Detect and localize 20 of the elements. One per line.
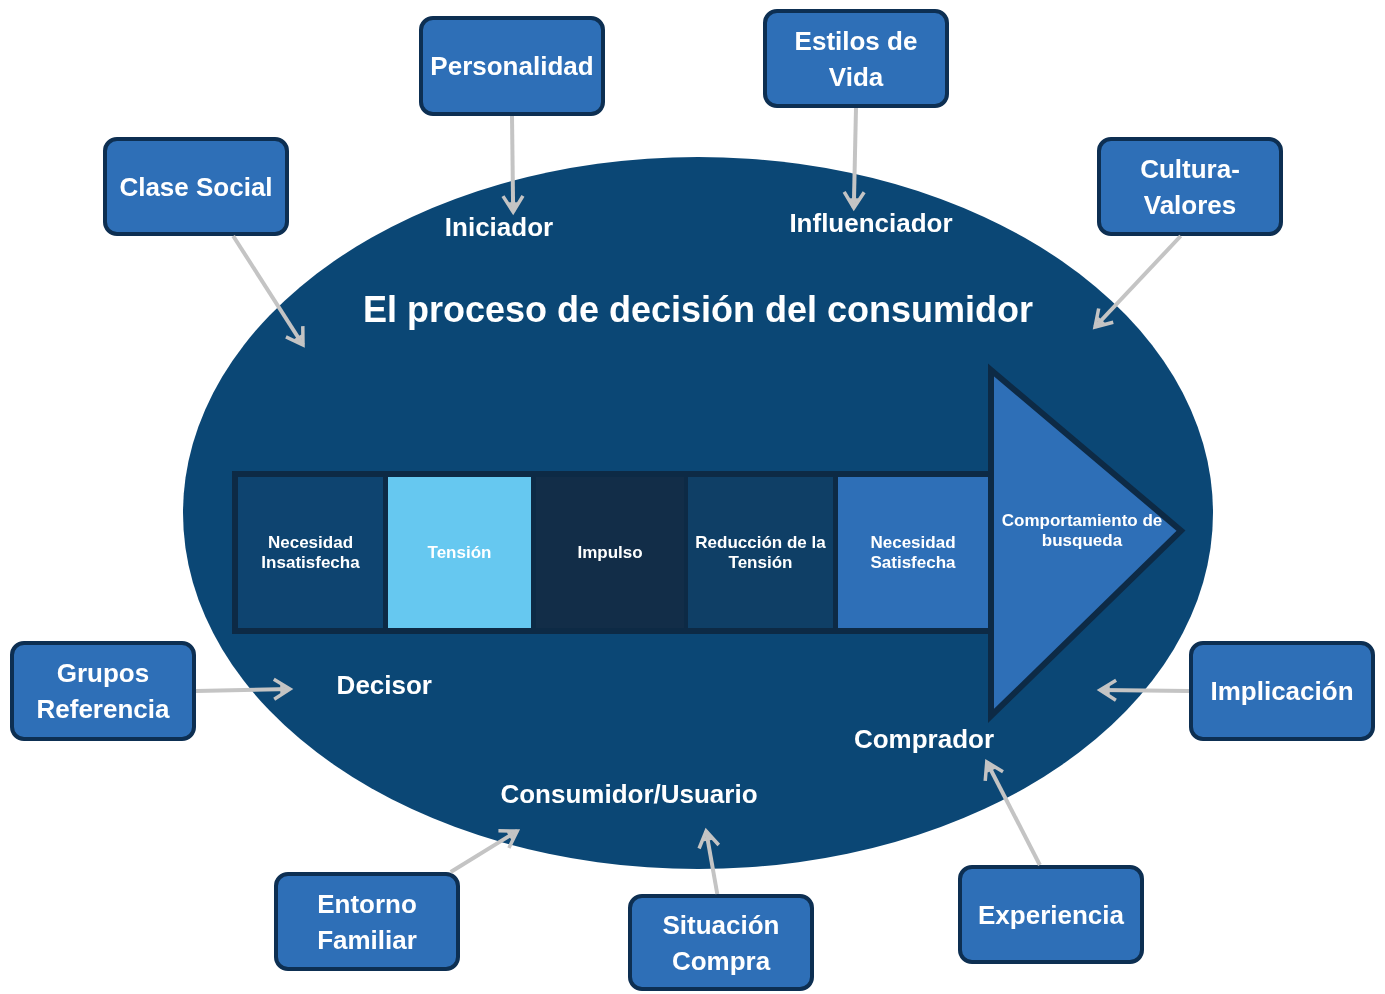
process-step-box: Necesidad Satisfecha <box>838 477 988 628</box>
factor-box: Clase Social <box>103 137 289 236</box>
factor-box: Entorno Familiar <box>274 872 460 971</box>
factor-box: Situación Compra <box>628 894 814 991</box>
factor-box: Grupos Referencia <box>10 641 196 741</box>
role-label: Iniciador <box>440 212 558 250</box>
role-label: Consumidor/Usuario <box>496 779 762 831</box>
factor-box: Implicación <box>1189 641 1375 741</box>
role-label: Influenciador <box>785 208 957 246</box>
role-label: Decisor <box>290 670 432 708</box>
process-step-box: Tensión <box>388 477 531 628</box>
factor-box: Estilos de Vida <box>763 9 949 108</box>
factor-box: Personalidad <box>419 16 605 116</box>
process-step-box: Impulso <box>536 477 684 628</box>
process-step-box: Reducción de la Tensión <box>688 477 833 628</box>
ellipse-heading: El proceso de decisión del consumidor <box>362 289 1034 330</box>
factor-box: Cultura-Valores <box>1097 137 1283 236</box>
factor-box: Experiencia <box>958 865 1144 964</box>
process-step-box: Necesidad Insatisfecha <box>238 477 383 628</box>
role-label: Comprador <box>851 724 997 762</box>
